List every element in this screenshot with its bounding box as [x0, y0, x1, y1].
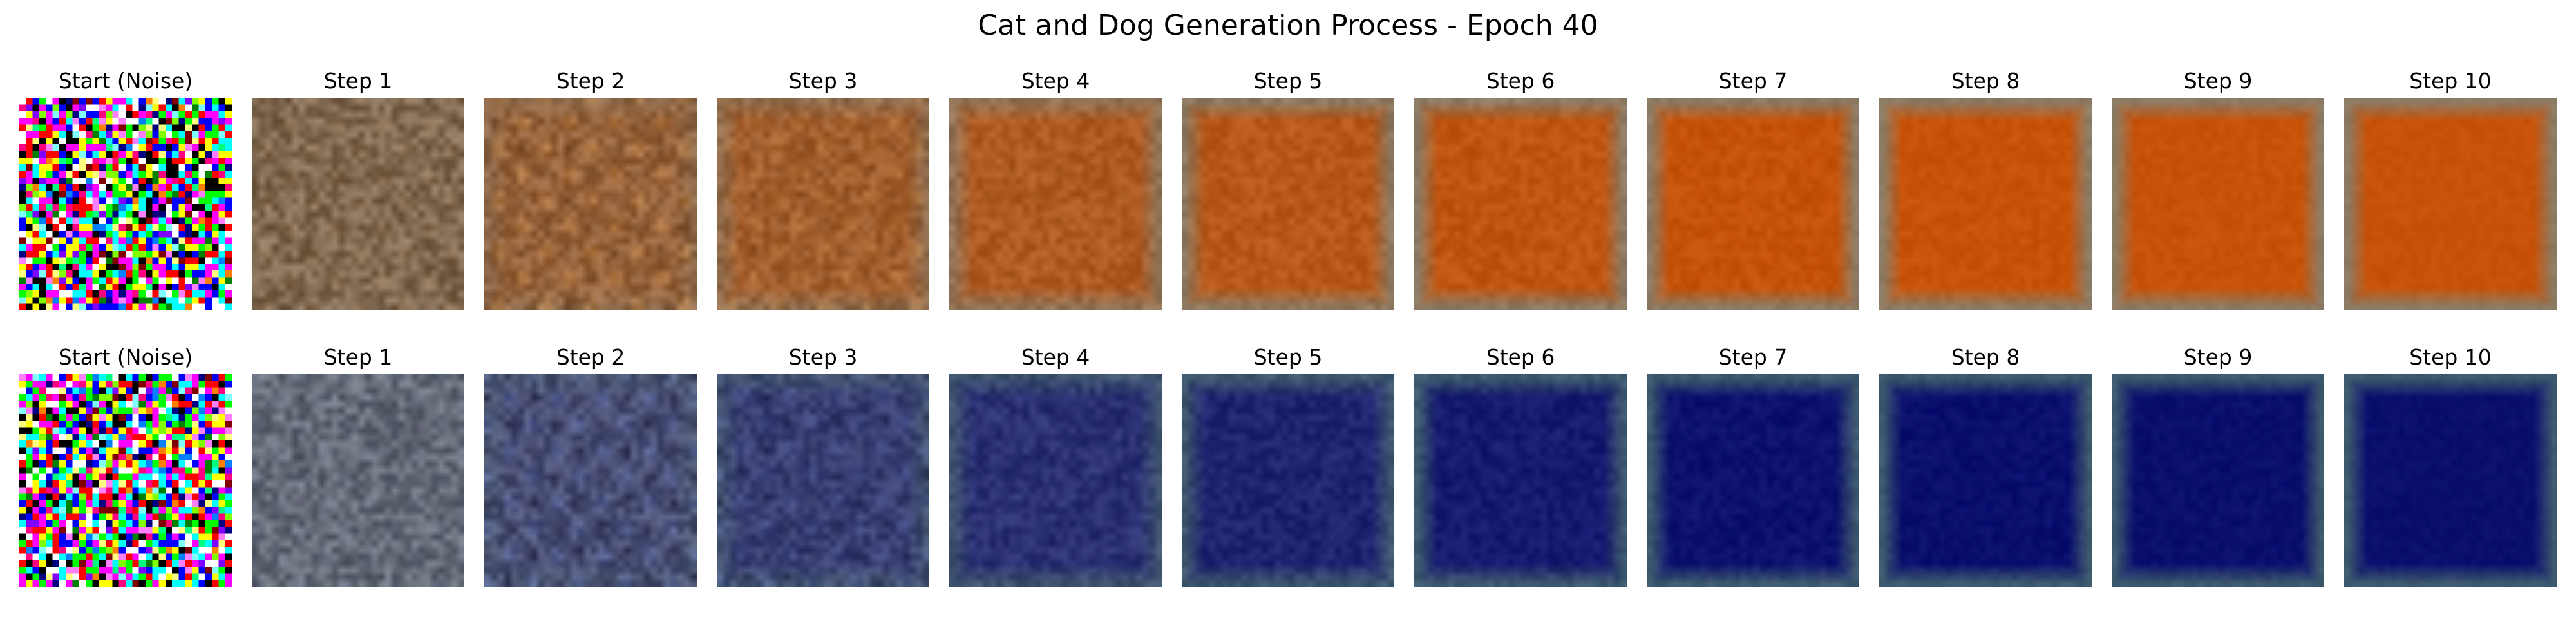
generated-image [484, 98, 697, 310]
panel-row2-col5: Step 4 [949, 343, 1162, 587]
generated-image [2112, 98, 2324, 310]
panel-row2-col8: Step 7 [1647, 343, 1859, 587]
panel-title: Step 2 [556, 68, 625, 93]
panel-title: Step 10 [2409, 345, 2492, 370]
panel-row2-col1: Start (Noise) [19, 343, 232, 587]
generated-image [2112, 374, 2324, 587]
panel-title: Step 9 [2183, 345, 2253, 370]
generated-image [252, 374, 464, 587]
generated-image [1182, 98, 1394, 310]
panel-title: Step 1 [323, 345, 393, 370]
panel-title: Step 3 [788, 345, 858, 370]
panel-title: Step 7 [1718, 345, 1788, 370]
generated-image [484, 374, 697, 587]
panel-row1-col9: Step 8 [1879, 67, 2092, 310]
generated-image [1182, 374, 1394, 587]
panel-row1-col3: Step 2 [484, 67, 697, 310]
panel-title: Step 5 [1253, 68, 1323, 93]
panel-row2-col3: Step 2 [484, 343, 697, 587]
panel-title: Step 4 [1021, 68, 1090, 93]
panel-row1-col1: Start (Noise) [19, 67, 232, 310]
panel-title: Step 9 [2183, 68, 2253, 93]
generated-image [1414, 374, 1627, 587]
generated-image [949, 98, 1162, 310]
panel-title: Step 2 [556, 345, 625, 370]
generated-image [1414, 98, 1627, 310]
panel-title: Step 8 [1951, 68, 2020, 93]
panel-title: Step 4 [1021, 345, 1090, 370]
panel-title: Start (Noise) [58, 345, 193, 370]
panel-row1-col8: Step 7 [1647, 67, 1859, 310]
panel-title: Step 5 [1253, 345, 1323, 370]
panel-row1-col6: Step 5 [1182, 67, 1394, 310]
panel-row1-col11: Step 10 [2344, 67, 2557, 310]
generated-image [1879, 98, 2092, 310]
generated-image [717, 98, 929, 310]
panel-title: Step 1 [323, 68, 393, 93]
generated-image [252, 98, 464, 310]
panel-title: Step 7 [1718, 68, 1788, 93]
panel-row2-col10: Step 9 [2112, 343, 2324, 587]
panel-row1-col10: Step 9 [2112, 67, 2324, 310]
generated-image [1879, 374, 2092, 587]
panel-row1-col5: Step 4 [949, 67, 1162, 310]
panel-title: Start (Noise) [58, 68, 193, 93]
panel-row2-col2: Step 1 [252, 343, 464, 587]
panel-row1-col7: Step 6 [1414, 67, 1627, 310]
panel-row2-col6: Step 5 [1182, 343, 1394, 587]
noise-image [19, 374, 232, 587]
generated-image [949, 374, 1162, 587]
generated-image [2344, 98, 2557, 310]
generated-image [717, 374, 929, 587]
panel-row2-col7: Step 6 [1414, 343, 1627, 587]
panel-row1-col4: Step 3 [717, 67, 929, 310]
panel-row2-col9: Step 8 [1879, 343, 2092, 587]
panel-title: Step 6 [1486, 345, 1555, 370]
panel-title: Step 6 [1486, 68, 1555, 93]
panel-row2-col11: Step 10 [2344, 343, 2557, 587]
noise-image [19, 98, 232, 310]
panel-title: Step 10 [2409, 68, 2492, 93]
generated-image [1647, 374, 1859, 587]
panel-title: Step 3 [788, 68, 858, 93]
panel-title: Step 8 [1951, 345, 2020, 370]
generated-image [1647, 98, 1859, 310]
figure-title: Cat and Dog Generation Process - Epoch 4… [978, 9, 1598, 42]
panel-row2-col4: Step 3 [717, 343, 929, 587]
generated-image [2344, 374, 2557, 587]
panel-row1-col2: Step 1 [252, 67, 464, 310]
